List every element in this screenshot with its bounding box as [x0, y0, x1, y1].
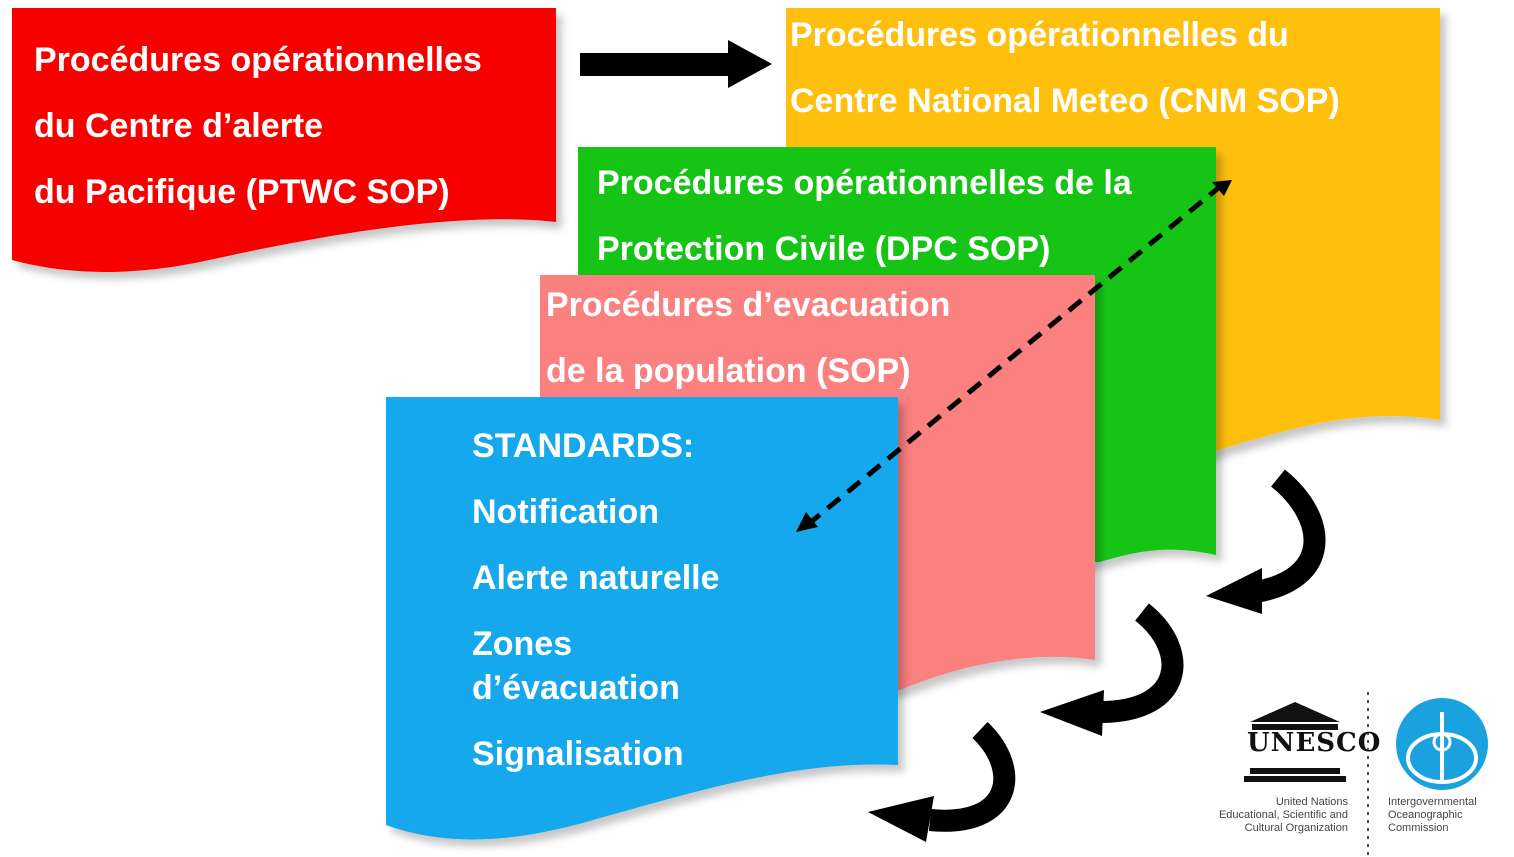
- standards-item-zones-line-1: Zones: [472, 625, 573, 663]
- ptwc-line-3: du Pacifique (PTWC SOP): [34, 173, 450, 211]
- dpc-line-2: Protection Civile (DPC SOP): [597, 230, 1051, 268]
- unesco-caption-line-3: Cultural Organization: [1244, 822, 1348, 834]
- evacuation-line-2: de la population (SOP): [546, 352, 911, 390]
- evacuation-document-text: Procédures d’evacuation de la population…: [546, 272, 950, 404]
- ptwc-document-shape: [12, 8, 556, 272]
- unesco-logo: [1244, 702, 1346, 782]
- ioc-caption-line-1: Intergovernmental: [1388, 796, 1477, 808]
- standards-item-alerte: Alerte naturelle: [472, 559, 720, 597]
- cnm-document-text: Procédures opérationnelles du Centre Nat…: [790, 2, 1340, 134]
- standards-document-text: STANDARDS: Notification Alerte naturelle…: [472, 413, 720, 787]
- standards-item-signalisation: Signalisation: [472, 735, 684, 773]
- flow-arrow-ptwc-to-cnm: [580, 40, 772, 88]
- unesco-caption-line-1: United Nations: [1275, 796, 1348, 808]
- ptwc-line-2: du Centre d’alerte: [34, 107, 324, 145]
- standards-item-zones-line-2: d’évacuation: [472, 669, 680, 707]
- evacuation-line-1: Procédures d’evacuation: [546, 286, 951, 324]
- dashed-arrow-head-top: [1212, 180, 1232, 196]
- unesco-caption: United Nations Educational, Scientific a…: [1219, 796, 1348, 835]
- unesco-caption-line-2: Educational, Scientific and: [1218, 809, 1348, 821]
- standards-heading: STANDARDS:: [472, 427, 695, 465]
- ptwc-line-1: Procédures opérationnelles: [34, 41, 482, 79]
- standards-document-shape: [386, 397, 898, 840]
- standards-item-notification: Notification: [472, 493, 659, 531]
- curved-arrow-cnm-to-dpc: [1206, 469, 1326, 614]
- dpc-line-1: Procédures opérationnelles de la: [597, 164, 1132, 202]
- standards-item-zones: Zones d’évacuation: [472, 611, 720, 721]
- curved-arrow-evacuation-to-standards: [868, 722, 1016, 842]
- ioc-caption-line-3: Commission: [1388, 822, 1449, 834]
- ioc-logo: [1396, 698, 1488, 790]
- dashed-arrow-head-bottom: [796, 512, 818, 532]
- curved-arrow-dpc-to-evacuation: [1040, 603, 1184, 736]
- dpc-document-text: Procédures opérationnelles de la Protect…: [597, 150, 1132, 282]
- cnm-line-2: Centre National Meteo (CNM SOP): [790, 82, 1340, 120]
- ioc-caption: Intergovernmental Oceanographic Commissi…: [1388, 796, 1477, 835]
- cnm-line-1: Procédures opérationnelles du: [790, 16, 1289, 54]
- ioc-caption-line-2: Oceanographic: [1388, 809, 1463, 821]
- ptwc-document-text: Procédures opérationnelles du Centre d’a…: [34, 27, 482, 225]
- unesco-wordmark: UNESCO: [1247, 728, 1382, 758]
- dashed-flow-arrow: [804, 183, 1224, 528]
